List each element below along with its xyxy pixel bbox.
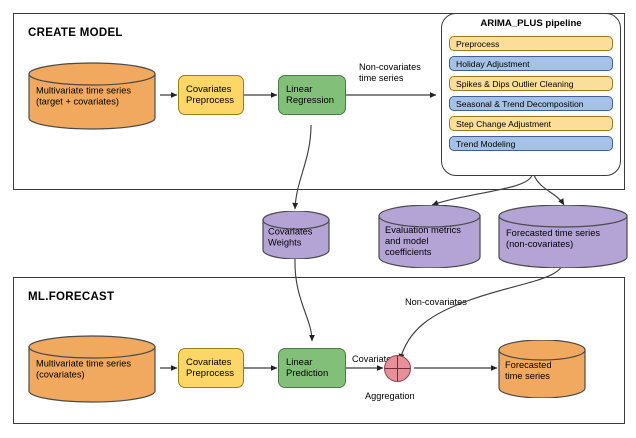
cylinder-label: Covariates Weights xyxy=(268,226,313,248)
aggregation-node[interactable] xyxy=(384,355,411,382)
box-label: Linear Prediction xyxy=(286,356,329,380)
cylinder-shape xyxy=(378,205,481,268)
box-label: Linear Regression xyxy=(286,83,335,107)
pipeline-step-spikes-dips-outlier-cleaning[interactable]: Spikes & Dips Outlier Cleaning xyxy=(449,76,613,91)
cylinder-label: Multivariate time series (covariates) xyxy=(36,358,132,380)
cylinder-forecasted-non-covariates: Forecasted time series (non-covariates) xyxy=(498,205,628,268)
cylinder-forecasted-time-series-output: Forecasted time series xyxy=(498,340,586,398)
cylinder-shape xyxy=(28,335,156,403)
box-covariates-preprocess-forecast[interactable]: Covariates Preprocess xyxy=(178,348,244,388)
pipeline-step-label: Spikes & Dips Outlier Cleaning xyxy=(456,79,574,89)
pipeline-step-trend-modeling[interactable]: Trend Modeling xyxy=(449,136,613,151)
aggregation-label: Aggregation xyxy=(365,391,415,401)
cylinder-multivariate-input-forecast: Multivariate time series (covariates) xyxy=(28,335,156,403)
arima-pipeline-title: ARIMA_PLUS pipeline xyxy=(480,18,582,29)
box-linear-regression[interactable]: Linear Regression xyxy=(278,75,346,115)
pipeline-step-label: Preprocess xyxy=(456,39,500,49)
section-title-create-model: CREATE MODEL xyxy=(28,27,123,39)
section-title-ml-forecast: ML.FORECAST xyxy=(28,291,115,303)
section-ml-forecast xyxy=(13,277,625,424)
cylinder-label: Evaluation metrics and model coefficient… xyxy=(385,224,461,258)
arima-plus-pipeline-container: ARIMA_PLUS pipeline Preprocess Holiday A… xyxy=(441,13,621,176)
section-create-model xyxy=(13,13,625,190)
cylinder-label: Forecasted time series xyxy=(505,359,552,382)
cylinder-evaluation-metrics: Evaluation metrics and model coefficient… xyxy=(378,205,481,268)
cylinder-label: Forecasted time series (non-covariates) xyxy=(506,227,601,249)
box-label: Covariates Preprocess xyxy=(186,83,235,107)
pipeline-step-label: Trend Modeling xyxy=(456,139,516,149)
edge-label-non-covariates: Non-covariates xyxy=(405,297,467,307)
cylinder-covariates-weights: Covariates Weights xyxy=(262,211,330,259)
edge-label-non-covariates-time-series: Non-covariates time series xyxy=(359,62,421,84)
cylinder-shape xyxy=(262,211,330,259)
aggregation-cross-vertical xyxy=(397,356,399,381)
cylinder-label: Multivariate time series (target + covar… xyxy=(36,85,132,107)
pipeline-step-seasonal-trend-decomposition[interactable]: Seasonal & Trend Decomposition xyxy=(449,96,613,111)
box-label: Covariates Preprocess xyxy=(186,356,235,380)
pipeline-step-step-change-adjustment[interactable]: Step Change Adjustment xyxy=(449,116,613,131)
pipeline-step-holiday-adjustment[interactable]: Holiday Adjustment xyxy=(449,56,613,71)
box-linear-prediction[interactable]: Linear Prediction xyxy=(278,348,346,388)
cylinder-shape xyxy=(498,340,586,398)
pipeline-step-preprocess[interactable]: Preprocess xyxy=(449,36,613,51)
cylinder-multivariate-input-train: Multivariate time series (target + covar… xyxy=(28,62,156,130)
pipeline-step-label: Holiday Adjustment xyxy=(456,59,530,69)
pipeline-step-label: Seasonal & Trend Decomposition xyxy=(456,99,584,109)
pipeline-step-label: Step Change Adjustment xyxy=(456,119,552,129)
cylinder-shape xyxy=(498,205,628,268)
edge-label-covariates: Covariates xyxy=(352,354,396,364)
cylinder-shape xyxy=(28,62,156,130)
box-covariates-preprocess-train[interactable]: Covariates Preprocess xyxy=(178,75,244,115)
